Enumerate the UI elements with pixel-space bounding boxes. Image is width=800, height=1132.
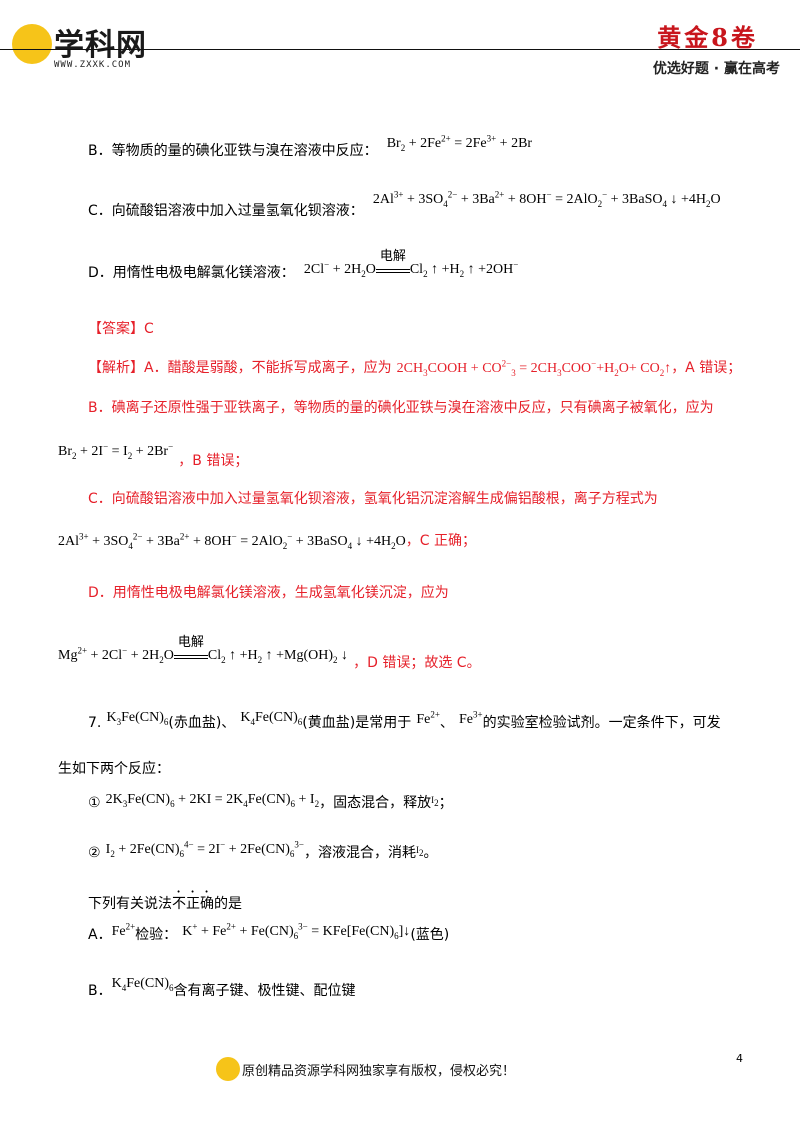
analysis-a-text: A．醋酸是弱酸，不能拆写成离子，应为 [144,360,392,376]
option-a-label: A． [88,927,112,943]
equation: K+ + Fe2+ + Fe(CN)63− = KFe[Fe(CN)6]↓ [182,921,411,941]
option-b-label: B． [88,983,112,999]
equation: 2CH3COOH + CO2−3 = 2CH3COO−+H2O+ CO2↑ [396,358,672,378]
logo-icon [12,24,52,64]
analysis-b-tail: ，B 错误； [178,453,249,469]
brand-slogan: 优选好题 · 赢在高考 [652,61,780,77]
stem-part: 、 [439,715,454,731]
ask-part: 下列有关说法 [88,896,172,912]
analysis-b-eq-line: Br2 + 2I− = I2 + 2Br− ，B 错误； [58,440,248,469]
formula: K3Fe(CN)6 [106,710,169,727]
logo-url: WWW.ZXXK.COM [54,60,132,70]
question-7-stem-cont: 生如下两个反应： [58,761,170,777]
option-b: B．K4Fe(CN)6含有离子键、极性键、配位键 [88,972,356,999]
reaction-1: ① 2K3Fe(CN)6 + 2KI = 2K4Fe(CN)6 + I2，固态混… [88,792,453,811]
analysis-b-text: B．碘离子还原性强于亚铁离子，等物质的量的碘化亚铁与溴在溶液中反应，只有碘离子被… [88,400,714,416]
analysis-d-text: D．用惰性电极电解氯化镁溶液，生成氢氧化镁沉淀，应为 [88,585,449,601]
reaction-1-tail: ，固态混合，释放 [319,795,432,811]
option-a: A．Fe2+检验： K+ + Fe2+ + Fe(CN)63− = KFe[Fe… [88,921,450,944]
formula: I2 [431,795,439,808]
option-a-tail: (蓝色) [410,927,450,943]
brand-title: 黄金8卷 [657,23,758,52]
analysis-c-text: C．向硫酸铝溶液中加入过量氢氧化钡溶液，氢氧化铝沉淀溶解生成偏铝酸根，离子方程式… [88,491,658,507]
electrolysis-label: 电解 [177,635,204,650]
option-c-label: C．向硫酸铝溶液中加入过量氢氧化钡溶液： [88,203,364,219]
question-7-stem: 7. K3Fe(CN)6(赤血盐)、 K4Fe(CN)6(黄血盐)是常用于 Fe… [88,709,721,732]
circle-two: ② [88,845,101,861]
logo-text: 学科网 [54,28,147,63]
analysis-a-tail: ，A 错误； [671,360,742,376]
equation: 2K3Fe(CN)6 + 2KI = 2K4Fe(CN)6 + I2 [105,792,320,809]
option-a-mid: 检验： [135,927,178,943]
formula: K4Fe(CN)6 [240,710,303,727]
circle-one: ① [88,795,101,811]
formula: I2 [415,845,424,858]
equation: 2Al3+ + 3SO42− + 3Ba2+ + 8OH− = 2AlO2− +… [58,531,406,551]
option-b-tail: 含有离子键、极性键、配位键 [173,983,356,999]
analysis-c-tail: ，C 正确； [405,533,476,549]
answer-value: C [144,321,154,337]
ask-part: 的是 [214,896,242,912]
footer-copyright: 原创精品资源学科网独家享有版权，侵权必究！ [242,1064,516,1079]
question-7-ask: 下列有关说法不正确的是 [88,888,242,913]
page-number: 4 [736,1052,743,1065]
formula: K4Fe(CN)6 [111,976,174,993]
option-b-label: B．等物质的量的碘化亚铁与溴在溶液中反应： [88,143,378,159]
question-number: 7. [88,715,102,731]
stem-part: 的实验室检验试剂。一定条件下，可发 [482,715,721,731]
analysis-d-tail: ，D 错误；故选 C。 [353,655,481,671]
formula: Fe3+ [459,709,483,727]
answer-line: 【答案】C [88,318,154,338]
analysis-c-eq-line: 2Al3+ + 3SO42− + 3Ba2+ + 8OH− = 2AlO2− +… [58,530,476,550]
formula: Fe2+ [111,921,136,939]
reaction-2-tail: ，溶液混合，消耗 [303,845,416,861]
stem-part: (黄血盐)是常用于 [302,715,412,731]
ask-emphasis: 不正确 [172,896,214,912]
answer-tag: 【答案】 [88,321,144,337]
electrolysis-label: 电解 [379,249,406,264]
analysis-a: 【解析】A．醋酸是弱酸，不能拆写成离子，应为 2CH3COOH + CO2−3 … [88,357,741,377]
formula: Fe2+ [416,709,440,727]
header-divider [0,49,800,50]
equation: Br2 + 2I− = I2 + 2Br− [58,441,174,461]
reaction-2: ② I2 + 2Fe(CN)64− = 2I− + 2Fe(CN)63−，溶液混… [88,839,438,861]
option-b-prev: B．等物质的量的碘化亚铁与溴在溶液中反应： Br2 + 2Fe2+ = 2Fe3… [88,134,532,160]
option-c-prev: C．向硫酸铝溶液中加入过量氢氧化钡溶液： 2Al3+ + 3SO42− + 3B… [88,190,721,220]
option-d-label: D．用惰性电极电解氯化镁溶液： [88,265,295,281]
equation: 2Al3+ + 3SO42− + 3Ba2+ + 8OH− = 2AlO2− +… [372,189,721,209]
equation: I2 + 2Fe(CN)64− = 2I− + 2Fe(CN)63− [105,839,304,859]
analysis-tag: 【解析】 [88,360,144,376]
footer-logo-icon [216,1057,240,1081]
equation: Br2 + 2Fe2+ = 2Fe3+ + 2Br [386,133,533,153]
stem-part: (赤血盐)、 [168,715,236,731]
